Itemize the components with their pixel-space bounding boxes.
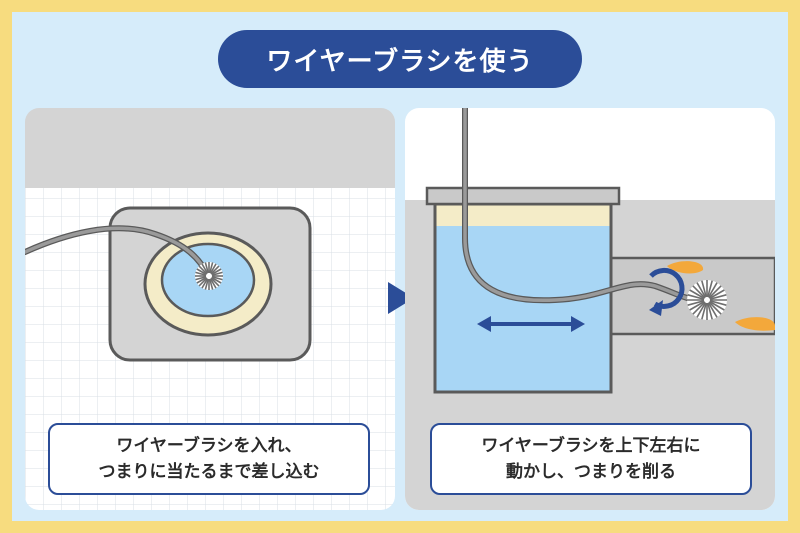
trap-upper-layer [435,204,611,226]
circular-arrow-icon [649,267,685,316]
caption-line: つまりに当たるまで差し込む [98,462,320,482]
trap-lid [425,186,621,206]
brush-head-icon [195,262,223,290]
step-2-caption: ワイヤーブラシを上下左右に 動かし、つまりを削る [430,423,752,495]
caption-line: ワイヤーブラシを上下左右に [481,436,701,456]
brush-head-icon [687,280,727,320]
caption-line: 動かし、つまりを削る [506,462,676,482]
wire-cable [463,108,697,303]
diagram-title: ワイヤーブラシを使う [218,30,582,88]
wire-cable [25,226,210,278]
play-triangle-icon [388,282,414,314]
clog-deposit [667,261,704,274]
clog-deposit [735,317,775,331]
caption-line: ワイヤーブラシを入れ、 [116,436,302,456]
step-1-caption: ワイヤーブラシを入れ、 つまりに当たるまで差し込む [48,423,370,495]
double-headed-arrow-icon [477,316,585,332]
wall-band [25,108,395,188]
step-2-panel: ワイヤーブラシを上下左右に 動かし、つまりを削る [405,108,775,510]
step-1-panel: ワイヤーブラシを入れ、 つまりに当たるまで差し込む [25,108,395,510]
